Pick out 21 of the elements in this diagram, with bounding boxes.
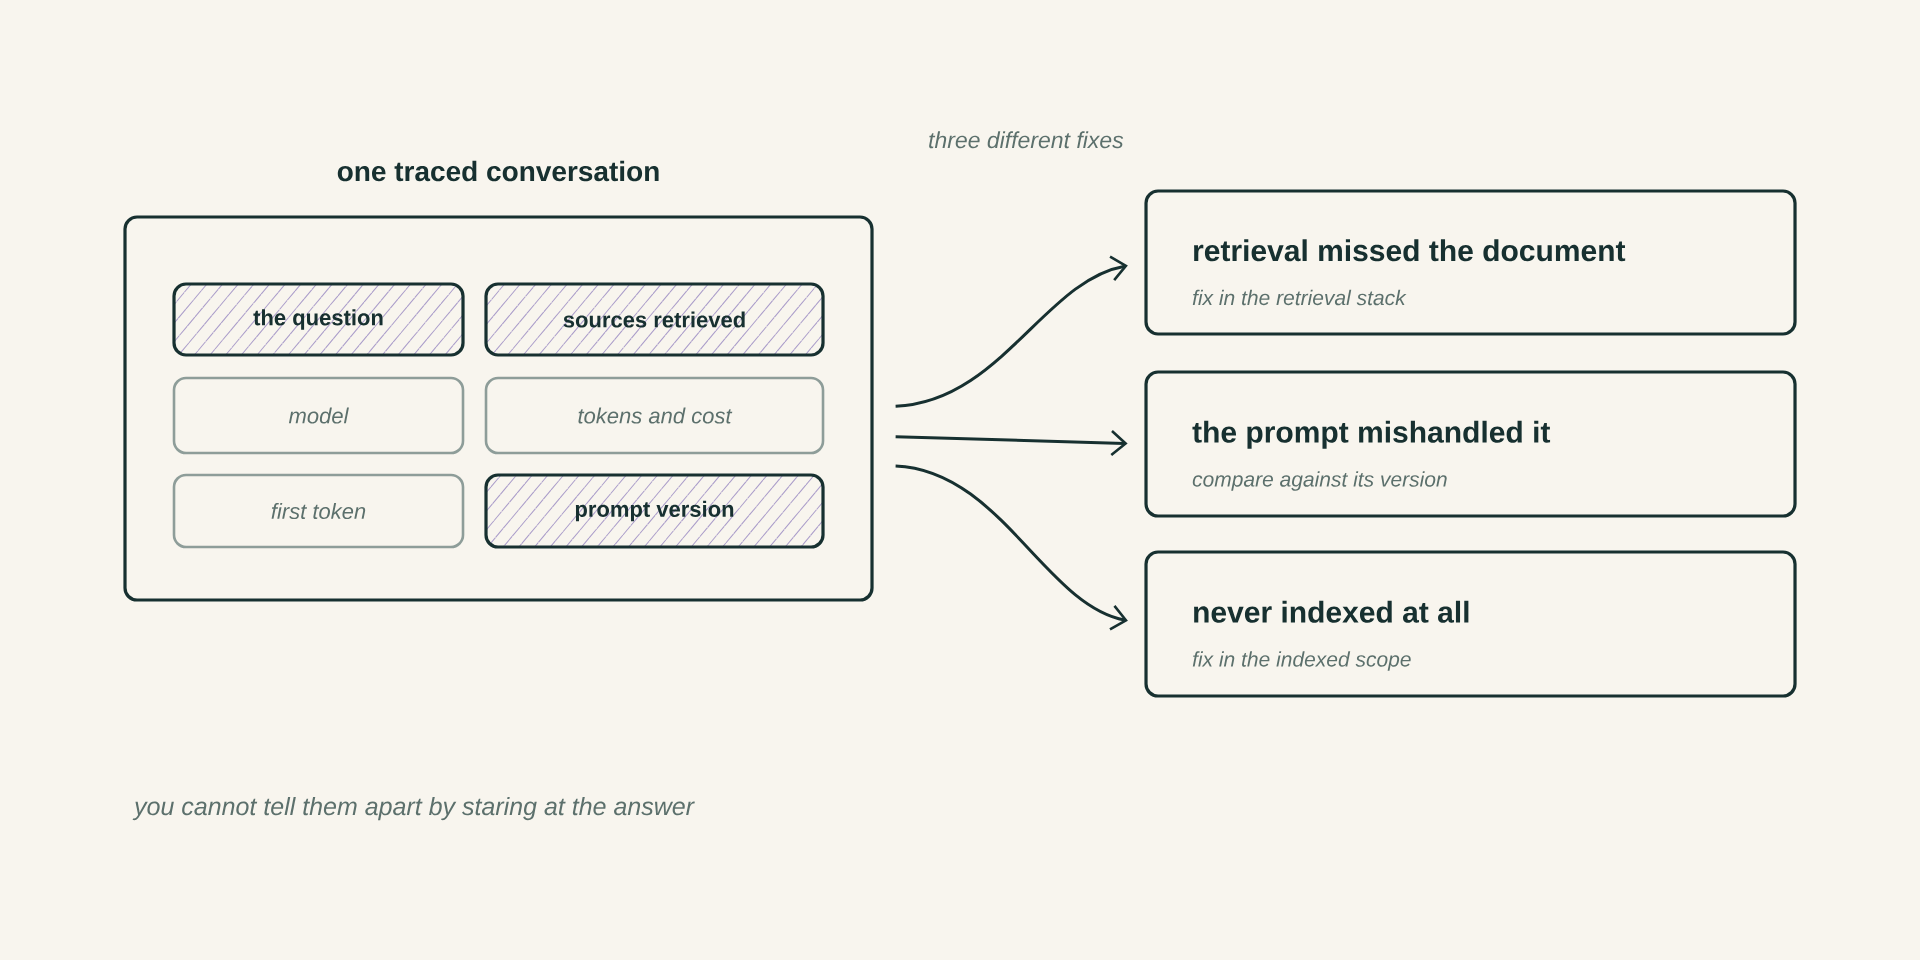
- outcome-box: [1144, 370, 1797, 518]
- field-box: first token: [172, 473, 465, 549]
- arrow: [895, 464, 1128, 631]
- panel-title: one traced conversation: [337, 160, 659, 182]
- outcome-note: compare against its version: [1192, 471, 1447, 491]
- outcome-title: the prompt mishandled it: [1192, 420, 1551, 449]
- field-box: model: [172, 376, 465, 455]
- outcome-title: never indexed at all: [1194, 600, 1469, 623]
- arrow: [895, 430, 1128, 456]
- outcome-note: fix in the indexed scope: [1192, 651, 1411, 671]
- field-box: tokens and cost: [484, 376, 825, 455]
- outcome-box: [1144, 189, 1797, 336]
- hatched-field-box: sources retrieved: [484, 282, 825, 357]
- hatched-field-box: the question: [172, 282, 465, 357]
- arrow: [895, 255, 1128, 408]
- outcome-note: fix in the retrieval stack: [1192, 289, 1407, 306]
- footnote: you cannot tell them apart by staring at the answer: [132, 796, 695, 821]
- outcome-title: retrieval missed the document: [1194, 239, 1626, 262]
- outcome-box: [1144, 550, 1797, 698]
- section-label: three different fixes: [929, 131, 1124, 149]
- hatched-field-box: prompt version: [484, 473, 825, 549]
